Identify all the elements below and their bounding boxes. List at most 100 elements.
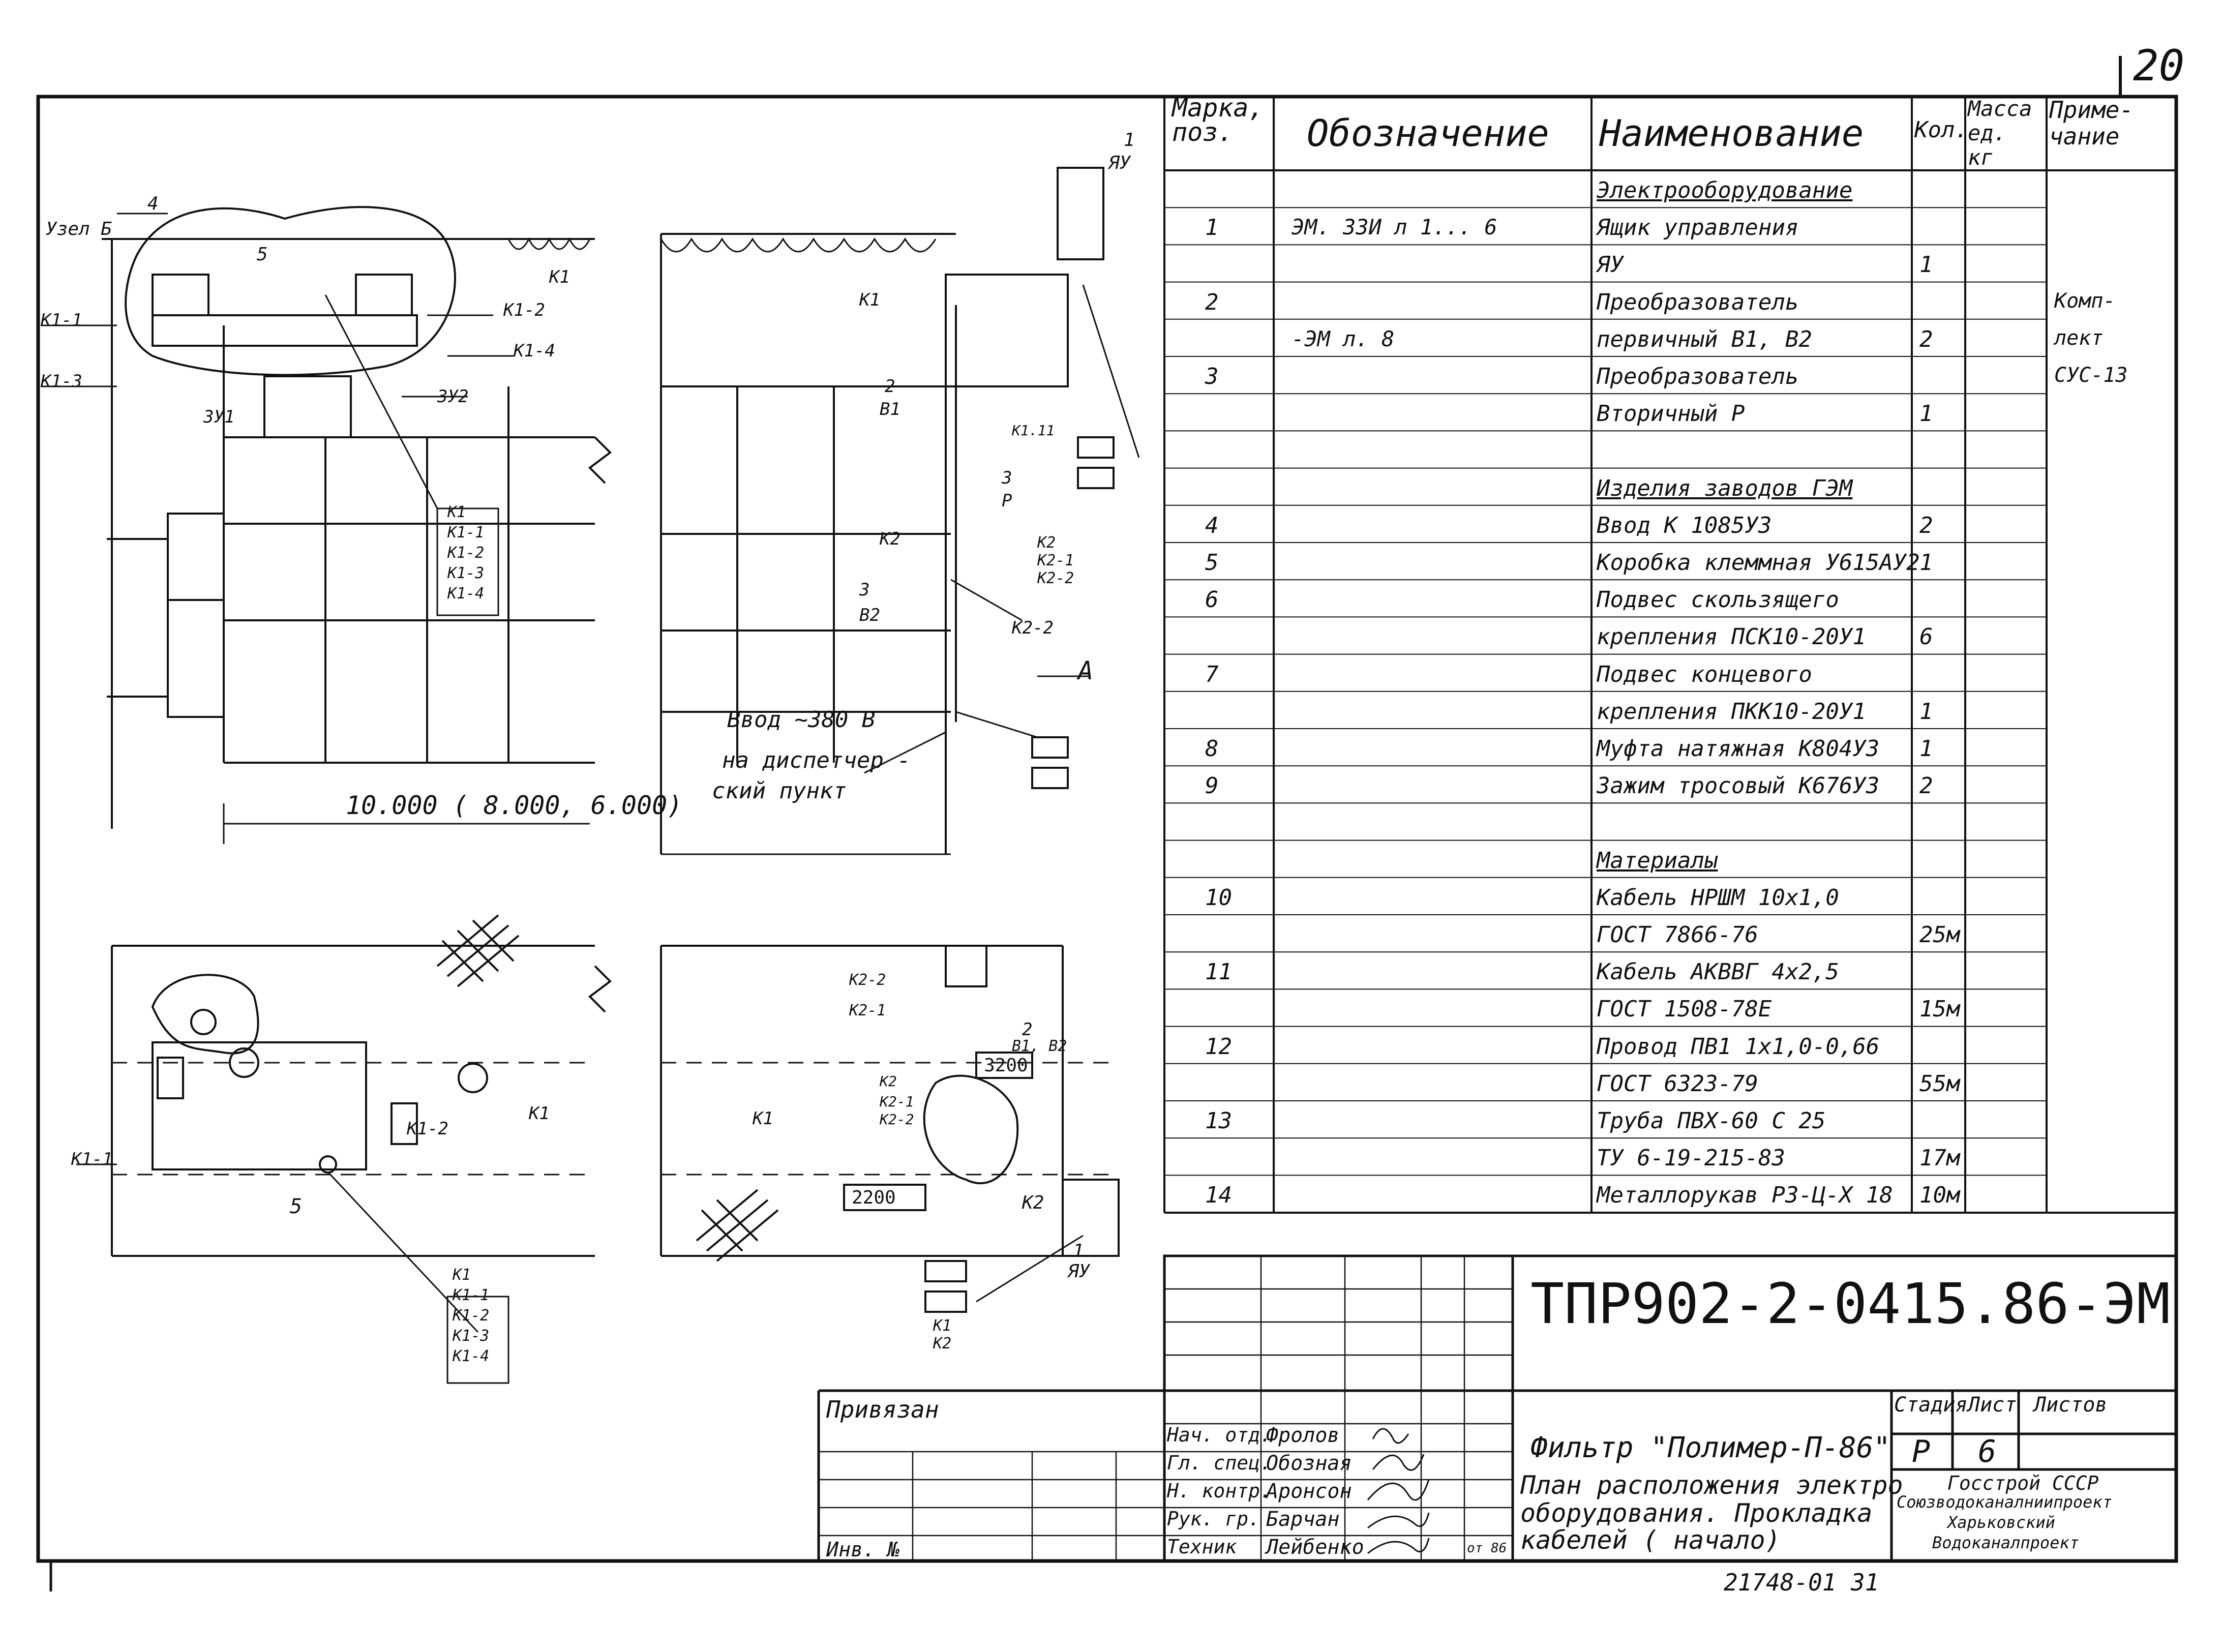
plan-list-k1-3: К1-3: [453, 1327, 490, 1345]
bound-label: Привязан: [826, 1396, 939, 1423]
spec-cell-name: крепления ПКК10-20У1: [1597, 698, 1866, 725]
spec-cell-note: лект: [2054, 326, 2104, 350]
label-pos4: 4: [147, 193, 159, 214]
label-k2-list: К2: [1037, 534, 1056, 552]
spec-cell-name: ГОСТ 6323-79: [1597, 1070, 1758, 1097]
plan-k2-1: К2-1: [849, 1002, 886, 1019]
person-5: Лейбенко: [1266, 1536, 1364, 1559]
header-name: Наименование: [1599, 112, 1864, 155]
spec-cell-name: ТУ 6-19-215-83: [1597, 1145, 1785, 1172]
spec-cell-mark: 9: [1205, 773, 1219, 799]
label-k1-2-plan: К1-2: [407, 1119, 448, 1139]
spec-cell-name: ГОСТ 1508-78Е: [1597, 996, 1772, 1023]
spec-cell-mark: 13: [1205, 1108, 1232, 1134]
label-pos5-plan: 5: [290, 1195, 303, 1218]
spec-cell-name: Ящик управления: [1597, 215, 1799, 241]
spec-cell-mark: 1: [1205, 215, 1219, 241]
title-block-subgrid: [819, 1256, 1513, 1561]
label-pos2-right: 2: [885, 376, 895, 397]
spec-cell-qty: 15м: [1919, 996, 1960, 1023]
title-block-grid: [817, 1254, 2178, 1563]
role-4: Рук. гр.: [1167, 1508, 1260, 1530]
label-k2-2: К2-2: [1037, 569, 1074, 587]
spec-cell-note: СУС-13: [2054, 364, 2128, 387]
list-k1: К1: [447, 503, 466, 521]
spec-cell-name: первичный В1, В2: [1597, 326, 1812, 352]
role-2: Гл. спец.: [1167, 1452, 1272, 1474]
title-line-3: кабелей ( начало): [1520, 1525, 1781, 1555]
plan-k2: К2: [880, 1073, 897, 1090]
spec-cell-qty: 1: [1919, 550, 1933, 576]
spec-cell-mark: 6: [1205, 587, 1219, 613]
plan-k2-2: К2-2: [849, 971, 886, 989]
spec-cell-qty: 2: [1919, 326, 1933, 352]
spec-cell-name: Подвес скользящего: [1597, 587, 1839, 613]
label-k1-plan: К1: [529, 1103, 550, 1124]
label-k1-top: К1: [549, 267, 570, 287]
plan-k1-right: К1: [753, 1108, 773, 1129]
person-3: Аронсон: [1266, 1480, 1352, 1503]
label-p: Р: [1002, 491, 1012, 511]
plan-list-k1-4: К1-4: [453, 1347, 490, 1365]
spec-cell-qty: 1: [1919, 401, 1933, 427]
spec-cell-name: ЯУ: [1597, 252, 1624, 278]
header-mass: Масса ед. кг: [1968, 96, 2032, 170]
spec-cell-name: Металлорукав РЗ-Ц-Х 18: [1597, 1182, 1893, 1209]
label-pos3: 3: [1002, 468, 1012, 488]
title-line-2: оборудования. Прокладка: [1520, 1498, 1873, 1528]
spec-cell-qty: 6: [1919, 624, 1933, 650]
label-k2: К2: [880, 529, 900, 549]
node-label: Узел Б: [46, 219, 112, 239]
org-line-1: Госстрой СССР: [1947, 1472, 2099, 1494]
spec-cell-name: Провод ПВ1 1х1,0-0,66: [1597, 1033, 1880, 1060]
org-line-3: Харьковский: [1947, 1513, 2055, 1532]
label-zu2: ЗУ2: [437, 386, 469, 407]
role-3: Н. контр.: [1167, 1480, 1272, 1502]
label-pos5-top: 5: [257, 244, 268, 265]
spec-cell-name: Зажим тросовый К676У3: [1597, 773, 1880, 799]
spec-cell-qty: 25м: [1919, 922, 1960, 948]
person-1: Фролов: [1266, 1424, 1340, 1447]
spec-cell-name: Преобразователь: [1597, 364, 1799, 389]
plan-pos2: 2: [1022, 1019, 1033, 1040]
input-note-2: на диспетчер -: [722, 747, 911, 773]
header-note: Приме- чание: [2049, 96, 2134, 150]
spec-cell-mark: 2: [1205, 289, 1219, 315]
spec-cell-name: ГОСТ 7866-76: [1597, 922, 1758, 948]
role-5: Техник: [1167, 1536, 1237, 1558]
plan-list-k1: К1: [453, 1266, 471, 1284]
header-designation: Обозначение: [1307, 112, 1549, 155]
label-yau-top: ЯУ: [1108, 153, 1131, 173]
spec-cell-qty: 1: [1919, 252, 1933, 278]
document-code: ТПР902-2-0415.86-ЭМ: [1530, 1271, 2171, 1336]
date-label: от 86: [1467, 1541, 1507, 1556]
archive-number: 21748-01: [1724, 1569, 1837, 1596]
spec-cell-mark: 14: [1205, 1182, 1232, 1209]
dimension-main: 10.000 ( 8.000, 6.000): [346, 791, 683, 820]
spec-cell-name: Преобразователь: [1597, 289, 1799, 315]
list-k1-1: К1-1: [447, 524, 485, 542]
stage-label: Стадия: [1894, 1393, 1968, 1417]
label-k2-2-leader: К2-2: [1012, 618, 1054, 638]
page-number: 20: [2133, 41, 2185, 91]
archive-sheet: 31: [1851, 1569, 1879, 1596]
elevation-2200: 2200: [852, 1187, 896, 1208]
plan-k1-bottom: К1: [933, 1317, 952, 1335]
spec-cell-qty: 1: [1919, 736, 1933, 762]
plan-left: [76, 914, 595, 1384]
role-1: Нач. отд.: [1167, 1424, 1272, 1446]
spec-cell-qty: 10м: [1919, 1182, 1960, 1209]
spec-cell-mark: 11: [1205, 959, 1232, 985]
label-b1: В1: [880, 399, 900, 419]
plan-b1b2: В1, В2: [1012, 1037, 1067, 1055]
person-2: Обозная: [1266, 1452, 1352, 1475]
spec-cell-name: Материалы: [1597, 847, 1718, 874]
title-line-1: План расположения электро: [1520, 1470, 1903, 1500]
spec-cell-mark: 7: [1205, 661, 1219, 687]
spec-cell-mark: 5: [1205, 550, 1219, 576]
plan-k2-right: К2: [1022, 1192, 1044, 1213]
sheets-label: Листов: [2034, 1393, 2108, 1417]
section-a: А: [1078, 656, 1094, 685]
elevation-right: [660, 167, 1140, 855]
